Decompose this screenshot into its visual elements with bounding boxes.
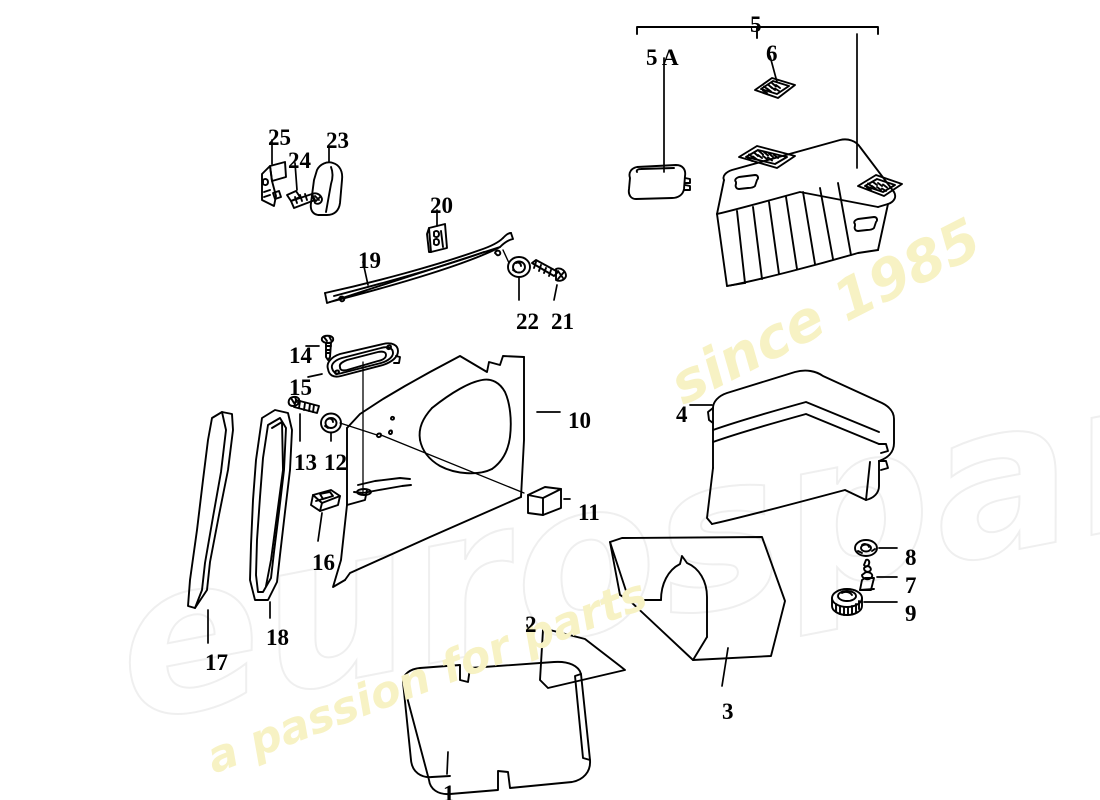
callout-23: 23 [326, 128, 349, 153]
leader-1 [446, 751, 449, 775]
callout-7: 7 [905, 573, 917, 598]
part-3-bulkhead-panel [609, 536, 786, 661]
leader-15 [307, 373, 323, 378]
part-22-grommet [507, 256, 531, 278]
leader-19 [362, 261, 369, 286]
callout-12: 12 [324, 450, 347, 475]
callout-24: 24 [288, 148, 311, 173]
part-7-rivet [859, 558, 875, 591]
part-13-screw [287, 395, 320, 414]
callout-5a: 5 A [646, 45, 679, 70]
part-1-floor-mat [402, 660, 591, 796]
part-9-nut [831, 588, 863, 616]
leader-21 [553, 284, 558, 301]
callout-17: 17 [205, 650, 228, 675]
part-5-parcel-shelf [716, 138, 903, 287]
leader-16 [317, 512, 323, 542]
callout-1: 1 [443, 781, 455, 800]
bracket-item-5 [636, 26, 879, 39]
callout-21: 21 [551, 309, 574, 334]
callout-2: 2 [525, 612, 537, 637]
callout-22: 22 [516, 309, 539, 334]
callout-4: 4 [676, 402, 688, 427]
callout-19: 19 [358, 248, 381, 273]
part-11-trim-block [527, 486, 562, 516]
leader-6 [769, 55, 778, 83]
callout-10: 10 [568, 408, 591, 433]
part-20-bracket [426, 223, 448, 253]
leader-24 [294, 162, 298, 191]
callout-18: 18 [266, 625, 289, 650]
callout-3: 3 [722, 699, 734, 724]
part-25-bracket [261, 161, 287, 207]
part-24-bolt [286, 190, 323, 209]
part-14-screw [320, 334, 335, 361]
part-10-quarter-trim [332, 355, 525, 588]
callout-9: 9 [905, 601, 917, 626]
leader-3 [721, 647, 729, 687]
callout-25: 25 [268, 125, 291, 150]
callout-14: 14 [289, 343, 312, 368]
part-18-pillar-trim-inner [249, 409, 293, 601]
part-5a-end-cap [627, 164, 691, 200]
leader-10-b [380, 434, 525, 494]
callout-15: 15 [289, 375, 312, 400]
part-19-trim-rail [324, 232, 514, 304]
leader-22-b [502, 249, 510, 264]
callout-13: 13 [294, 450, 317, 475]
leader-12-b [339, 422, 378, 436]
part-8-washer [854, 539, 878, 557]
part-15-grab-handle [326, 342, 401, 378]
part-17-pillar-trim-outer [187, 411, 234, 609]
part-16-spring-clip [310, 489, 341, 512]
callout-6: 6 [766, 41, 778, 66]
callout-11: 11 [578, 500, 600, 525]
part-21-screw [531, 259, 567, 282]
callout-5: 5 [750, 12, 762, 37]
callout-16: 16 [312, 550, 335, 575]
part-4-seat-cushion [706, 369, 895, 525]
part-2-wedge-panel [539, 628, 626, 689]
leader-2 [526, 624, 534, 648]
callout-20: 20 [430, 193, 453, 218]
part-6-speaker-grille [754, 77, 796, 99]
callout-8: 8 [905, 545, 917, 570]
